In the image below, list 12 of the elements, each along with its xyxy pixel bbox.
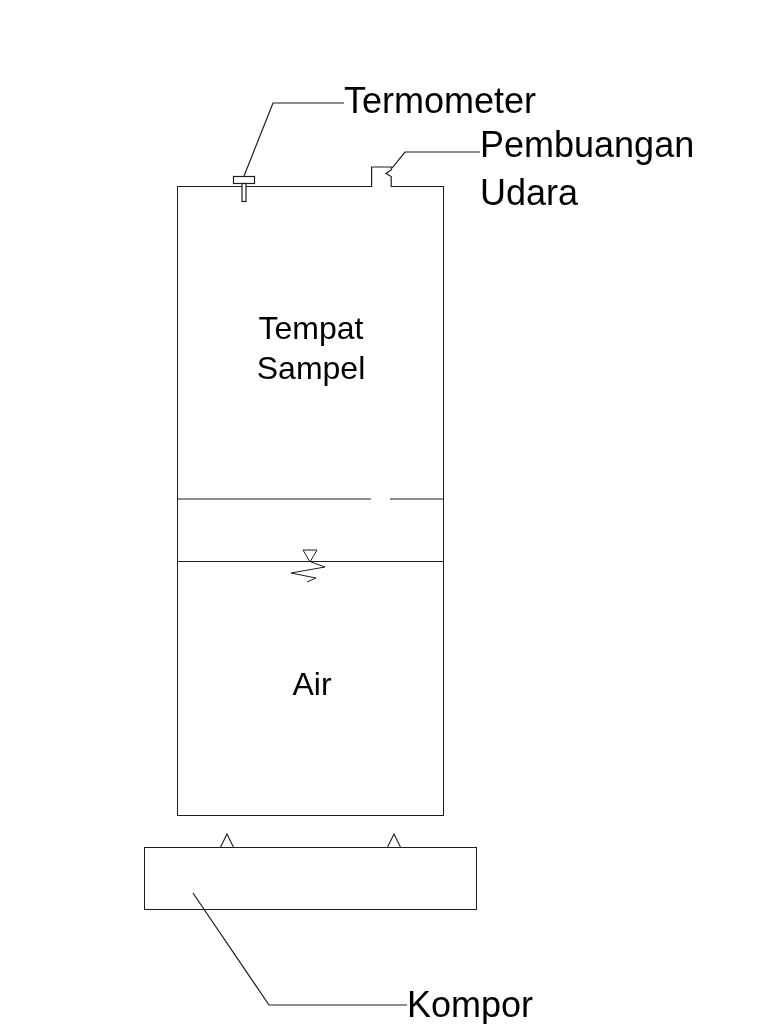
stove-box	[144, 847, 477, 910]
air-vent-icon	[371, 166, 392, 187]
part-label: Termometer	[344, 83, 537, 119]
thermometer-icon	[233, 176, 255, 202]
chamber-label: Tempat Sampel	[256, 308, 366, 388]
part-label: Kompor	[407, 987, 534, 1023]
chamber-label: Air	[292, 664, 332, 704]
vessel-box	[177, 186, 444, 816]
leader-line	[192, 892, 408, 1006]
leader-line	[391, 151, 481, 169]
leader-line	[243, 102, 345, 177]
part-label: Pembuangan Udara	[480, 121, 695, 217]
